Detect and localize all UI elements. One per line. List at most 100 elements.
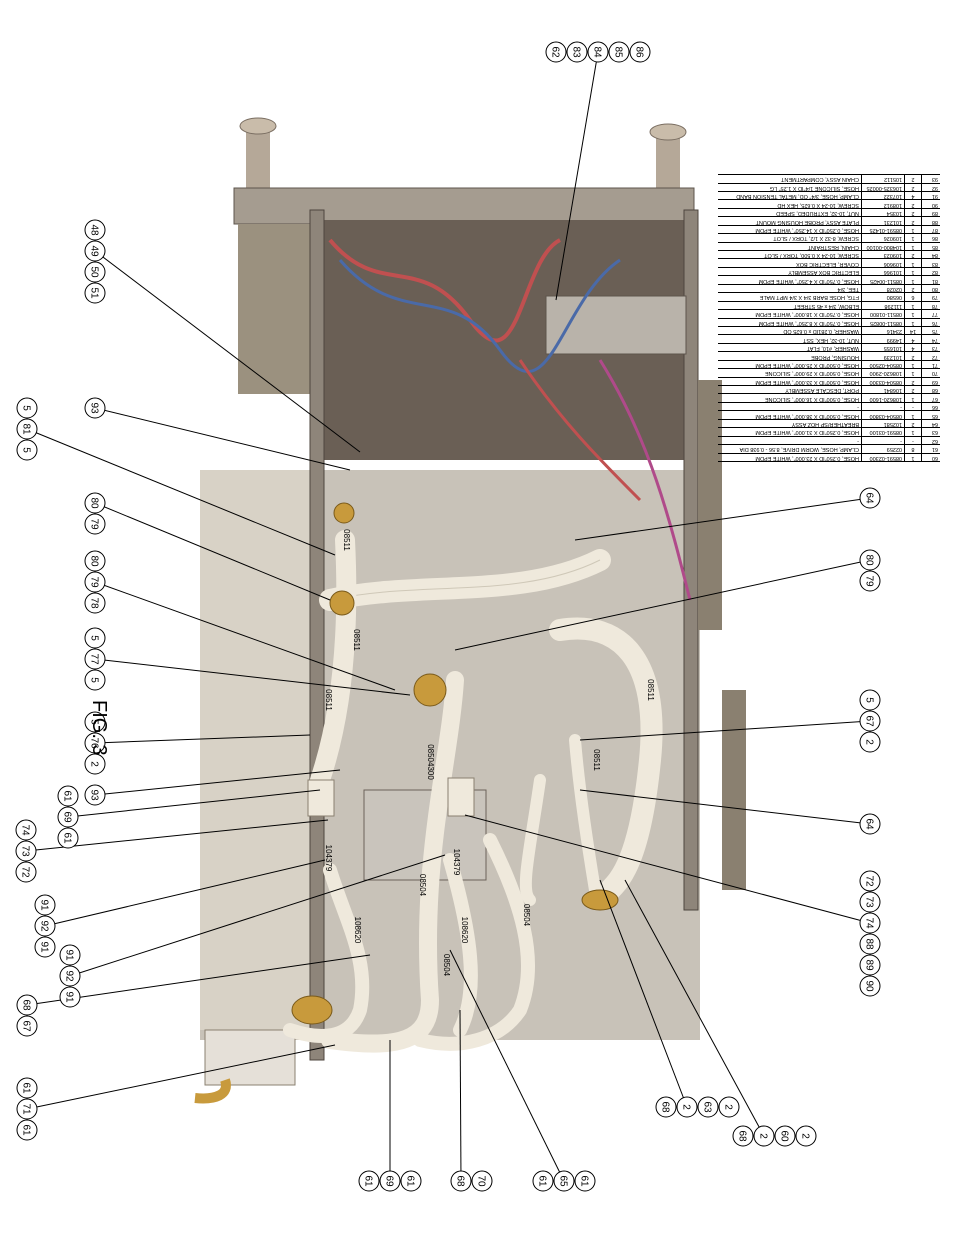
leader-line xyxy=(454,559,871,651)
callout-number: 62 xyxy=(550,46,561,58)
callout-number: 5 xyxy=(21,405,32,411)
parts-desc-cell: COVER, ELECTRIC BOX xyxy=(718,259,862,268)
callout-number: 5 xyxy=(864,697,875,703)
callout-number: 5 xyxy=(89,719,100,725)
callout-bubble: 80 xyxy=(859,549,881,571)
callout-circle xyxy=(859,813,881,835)
callout-bubble: 5 xyxy=(84,627,106,649)
callout-circle xyxy=(15,819,37,841)
callout-number: 61 xyxy=(363,1175,374,1187)
parts-qty-cell: 1 xyxy=(904,360,922,369)
callout-bubble: 50 xyxy=(84,261,106,283)
parts-part-cell: 107322 xyxy=(861,191,905,200)
callout-number: 61 xyxy=(21,1082,32,1094)
callout-circle xyxy=(16,994,38,1016)
leader-line xyxy=(94,658,411,696)
callout-circle xyxy=(84,261,106,283)
leader-line xyxy=(599,879,688,1108)
callout-bubble: 65 xyxy=(553,1170,575,1192)
callout-bubble: 64 xyxy=(859,813,881,835)
leader-line xyxy=(464,814,871,924)
callout-circle xyxy=(84,669,106,691)
callout-number: 69 xyxy=(62,811,73,823)
callout-circle xyxy=(450,1170,472,1192)
callout-circle xyxy=(697,1096,719,1118)
callout-number: 64 xyxy=(864,818,875,830)
callout-circle xyxy=(774,1125,796,1147)
callout-circle xyxy=(84,282,106,304)
parts-desc-cell: CHAIN ASSY, COMPARTMENT xyxy=(718,174,862,184)
callout-bubble: 48 xyxy=(84,219,106,241)
parts-desc-cell: HOSE, 0.500"ID X 38.000", WHITE EPDM xyxy=(718,410,862,420)
parts-row: 66--- xyxy=(718,402,940,411)
callout-number: 70 xyxy=(476,1175,487,1187)
callout-bubble: 61 xyxy=(57,785,79,807)
callout-circle xyxy=(84,550,106,572)
callout-bubble: 61 xyxy=(16,1119,38,1141)
callout-bubble: 80 xyxy=(84,492,106,514)
callout-circle xyxy=(795,1125,817,1147)
parts-item-cell: 78 xyxy=(921,301,940,310)
callout-bubble: 61 xyxy=(16,1077,38,1099)
parts-desc-cell: CHAIN, RESTRAINT xyxy=(718,242,862,251)
wire-label: 08511 xyxy=(592,749,601,771)
callout-circle xyxy=(34,894,56,916)
callout-bubble: 61 xyxy=(400,1170,422,1192)
callout-bubble: 92 xyxy=(34,915,56,937)
parts-qty-cell: 2 xyxy=(904,208,922,217)
parts-qty-cell: 2 xyxy=(904,419,922,428)
callout-bubble: 91 xyxy=(34,936,56,958)
callout-circle xyxy=(676,1096,698,1118)
leader-line xyxy=(94,250,361,453)
callout-circle xyxy=(859,891,881,913)
callout-number: 91 xyxy=(64,949,75,961)
leader-line xyxy=(67,789,321,818)
parts-part-cell: 104800-00100 xyxy=(861,242,905,251)
callout-circle xyxy=(400,1170,422,1192)
parts-qty-cell: 4 xyxy=(904,191,922,200)
parts-qty-cell: 1 xyxy=(904,453,922,462)
callout-number: 61 xyxy=(405,1175,416,1187)
parts-qty-cell: 1 xyxy=(904,225,922,234)
callout-circle xyxy=(553,1170,575,1192)
leader-line xyxy=(574,497,871,541)
parts-part-cell: 106325-00025 xyxy=(861,183,905,192)
callout-circle xyxy=(57,785,79,807)
callout-bubble: 70 xyxy=(471,1170,493,1192)
parts-desc-cell: HOSE, 0.250"ID X 14.250", WHITE EPDM xyxy=(718,225,862,234)
parts-item-cell: 61 xyxy=(921,444,940,454)
callout-circle xyxy=(59,986,81,1008)
parts-part-cell: - xyxy=(861,436,905,445)
parts-qty-cell: 2 xyxy=(904,284,922,293)
leader-line xyxy=(94,769,341,796)
callout-circle xyxy=(718,1096,740,1118)
callout-number: 2 xyxy=(681,1104,692,1110)
parts-qty-cell: 1 xyxy=(904,275,922,285)
callout-circle xyxy=(59,944,81,966)
parts-qty-cell: 4 xyxy=(904,334,922,344)
callout-circle xyxy=(566,41,588,63)
parts-part-cell: 109606 xyxy=(861,259,905,268)
wire-label: 08504300 xyxy=(426,744,435,780)
leader-line xyxy=(555,51,599,301)
parts-part-cell: 101966 xyxy=(861,267,905,276)
callout-number: 68 xyxy=(455,1175,466,1187)
callout-number: 5 xyxy=(89,677,100,683)
parts-desc-cell: - xyxy=(718,436,862,445)
parts-item-cell: 79 xyxy=(921,292,940,302)
parts-item-cell: 90 xyxy=(921,199,940,209)
callout-bubble: 2 xyxy=(676,1096,698,1118)
parts-item-cell: 73 xyxy=(921,343,940,352)
wire-label: 08511 xyxy=(342,529,351,551)
callout-circle xyxy=(84,648,106,670)
parts-part-cell: 109023 xyxy=(861,250,905,259)
callout-bubble: 78 xyxy=(84,592,106,614)
